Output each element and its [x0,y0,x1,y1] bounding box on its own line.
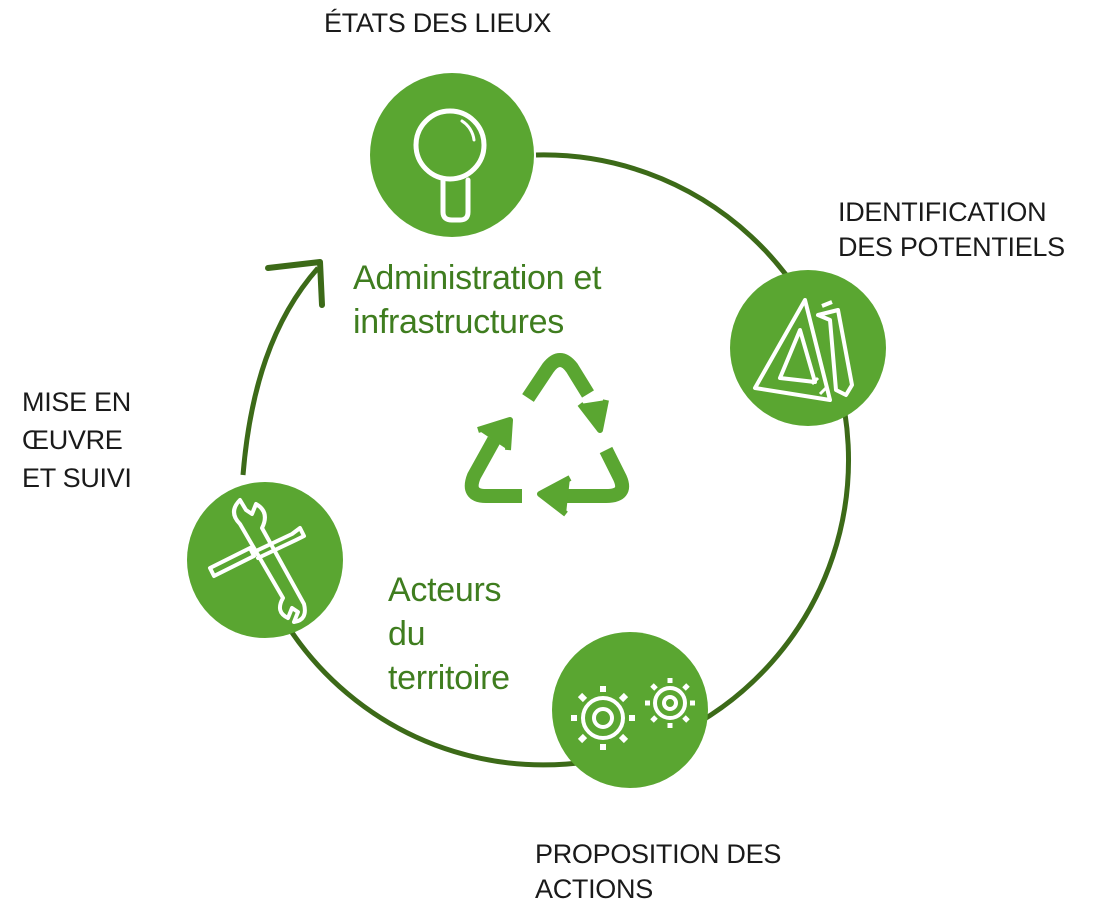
center-label-line: Acteurs [388,571,502,609]
cycle-arrow-head [265,259,325,308]
stage-label-line: MISE EN [22,387,131,417]
stage-label-line: IDENTIFICATION [838,197,1047,227]
recycle-icon [464,353,630,517]
stage-label-mise-en-oeuvre: MISE EN ŒUVRE ET SUIVI [22,383,132,497]
node-mise-en-oeuvre [187,482,343,638]
center-label-administration: Administration et infrastructures [353,256,601,344]
stage-label-line: DES POTENTIELS [838,232,1065,262]
center-label-acteurs: Acteurs du territoire [388,568,510,700]
stage-label-line: ACTIONS [535,874,653,904]
stage-label-line: ŒUVRE [22,425,123,455]
cycle-ring-arrow-segment [240,266,320,476]
cycle-ring [237,152,851,768]
stage-label-proposition-des-actions: PROPOSITION DES ACTIONS [535,837,781,907]
center-label-line: Administration et [353,259,602,297]
stage-label-line: PROPOSITION DES [535,839,782,869]
magnifier-icon [413,108,487,223]
gears-icon [571,678,695,750]
stage-label-identification-des-potentiels: IDENTIFICATION DES POTENTIELS [838,195,1065,265]
center-label-line: territoire [388,659,510,697]
stage-label-line: ET SUIVI [22,463,132,493]
node-identification-des-potentiels [730,270,886,426]
ruler-pencil-icon [753,298,854,402]
center-label-line: du [388,615,426,653]
center-label-line: infrastructures [353,303,564,341]
stage-label-etats-des-lieux: ÉTATS DES LIEUX [324,6,551,41]
wrench-screwdriver-icon [208,498,307,624]
node-proposition-des-actions [552,632,708,788]
stage-label-line: ÉTATS DES LIEUX [324,8,552,38]
node-etats-des-lieux [370,73,534,237]
